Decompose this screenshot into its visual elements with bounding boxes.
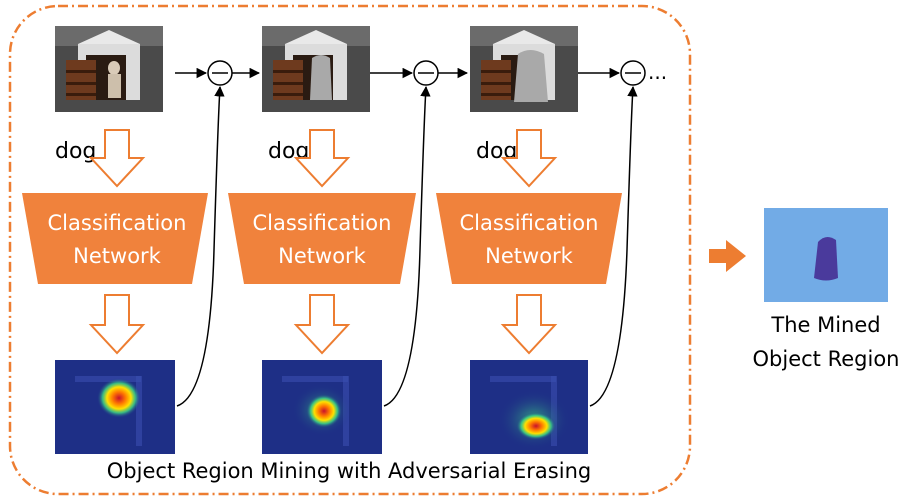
stage-3-input-image <box>470 26 578 112</box>
feedback-arrow-3 <box>589 85 638 407</box>
stage-3-network-line2: Network <box>485 244 574 268</box>
stage-2: dog Classification Network <box>228 26 416 454</box>
adversarial-erasing-frame <box>8 4 692 496</box>
result-label-line1: The Mined <box>770 313 880 337</box>
stage-1-arrow-to-network <box>88 129 146 188</box>
stage-3: dog Classification Network <box>436 26 622 454</box>
stage-2-arrow-to-attention <box>293 294 351 355</box>
stage-2-network-line1: Classification <box>253 211 392 235</box>
stage-3-classification-network: Classification Network <box>436 193 622 284</box>
stage-2-attention-map <box>262 360 382 454</box>
result-arrow <box>709 240 746 272</box>
stage-3-arrow-to-network <box>500 129 558 188</box>
continuation-ellipsis: ... <box>648 60 667 84</box>
stage-1-attention-map <box>55 360 175 454</box>
stage-3-arrow-to-attention <box>500 294 558 355</box>
result-label-line2: Object Region <box>753 347 900 371</box>
stage-2-classification-network: Classification Network <box>228 193 416 284</box>
frame-caption: Object Region Mining with Adversarial Er… <box>107 459 591 483</box>
stage-1: dog Classification Network <box>22 26 208 454</box>
stage-3-attention-map <box>470 360 588 454</box>
feedback-arrow-1 <box>176 85 225 407</box>
mined-object-mask <box>764 208 888 302</box>
stage-1-input-image <box>55 26 163 112</box>
stage-1-network-line2: Network <box>73 244 162 268</box>
erase-flow: ... <box>175 60 667 407</box>
erased-region <box>514 50 548 102</box>
stage-2-arrow-to-network <box>293 129 351 188</box>
feedback-arrow-2 <box>383 85 431 407</box>
stage-3-network-line1: Classification <box>460 211 599 235</box>
stage-1-class-label: dog <box>55 139 96 164</box>
stage-2-input-image <box>262 26 370 112</box>
stage-1-arrow-to-attention <box>88 294 146 355</box>
stage-2-network-line2: Network <box>278 244 367 268</box>
stage-1-classification-network: Classification Network <box>22 193 208 284</box>
erased-region <box>310 55 332 100</box>
dog-figure <box>108 61 121 98</box>
stage-1-network-line1: Classification <box>48 211 187 235</box>
